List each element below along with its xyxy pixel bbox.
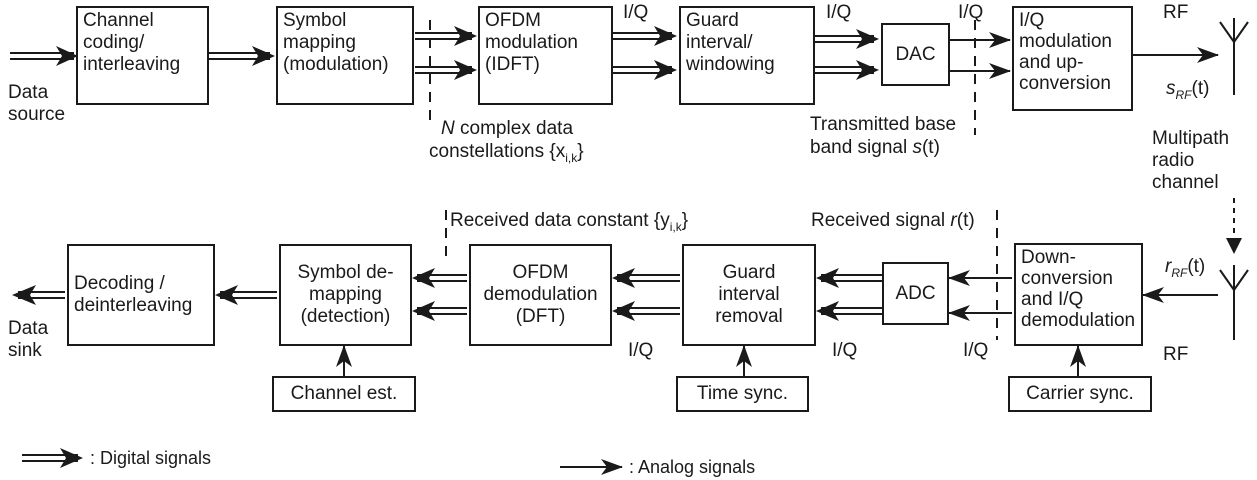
arrow-ofdm-to-demap-lower <box>412 301 467 321</box>
channel-coding-block: Channel coding/ interleaving <box>76 6 209 105</box>
rf-label-rx: RF <box>1163 344 1189 365</box>
iq-label-tx-2: I/Q <box>826 2 852 23</box>
arrow-guard-to-ofdm-lower <box>612 301 680 321</box>
data-source-label: Data source <box>8 82 66 125</box>
rx-antenna-icon <box>1219 265 1249 340</box>
s-rf-label: sRF(t) <box>1166 78 1210 102</box>
data-sink-label: Data sink <box>8 318 49 361</box>
down-conversion-block: Down- conversion and I/Q demodulation <box>1014 243 1143 346</box>
guard-interval-removal-block: Guard interval removal <box>682 244 816 346</box>
r-rf-label: rRF(t) <box>1165 256 1206 280</box>
arrow-ofdm-to-guard-upper <box>613 26 677 46</box>
arrow-guard-to-dac-upper <box>815 29 879 49</box>
legend-analog-label: : Analog signals <box>629 457 756 477</box>
decoding-deinterleaving-block: Decoding / deinterleaving <box>67 244 215 346</box>
transmitted-baseband-label-line2: band signal s(t) <box>810 137 940 158</box>
iq-modulation-block: I/Q modulation and up- conversion <box>1012 6 1133 111</box>
arrow-adc-to-guard-lower <box>816 301 882 321</box>
arrow-mapping-to-ofdm-upper <box>415 26 477 46</box>
transmitted-baseband-label-line1: Transmitted base <box>810 114 957 135</box>
rf-label-tx: RF <box>1163 2 1189 23</box>
multipath-channel-label: Multipath radio channel <box>1152 128 1230 193</box>
iq-label-rx-2: I/Q <box>832 340 858 361</box>
tx-antenna-icon <box>1219 18 1249 95</box>
arrow-ofdm-to-guard-lower <box>613 60 677 80</box>
arrow-guard-to-ofdm-upper <box>612 268 680 288</box>
iq-label-rx-1: I/Q <box>628 340 654 361</box>
symbol-mapping-block: Symbol mapping (modulation) <box>276 6 414 105</box>
constellations-label: constellations {xi,k} <box>429 141 584 165</box>
guard-interval-windowing-block: Guard interval/ windowing <box>679 6 815 105</box>
time-sync-block: Time sync. <box>676 376 809 412</box>
arrow-guard-to-dac-lower <box>815 60 879 80</box>
received-signal-label: Received signal r(t) <box>811 210 975 231</box>
iq-label-tx-1: I/Q <box>623 2 649 23</box>
adc-block: ADC <box>882 262 949 325</box>
dac-block: DAC <box>881 23 950 86</box>
carrier-sync-block: Carrier sync. <box>1008 376 1152 412</box>
arrow-decoding-to-sink <box>12 285 65 305</box>
ofdm-modulation-block: OFDM modulation (IDFT) <box>478 6 613 105</box>
arrow-coding-to-mapping <box>209 46 275 66</box>
complex-data-label: N complex data <box>441 118 574 139</box>
arrow-source-to-coding <box>10 46 78 66</box>
arrow-adc-to-guard-upper <box>816 268 882 288</box>
arrow-mapping-to-ofdm-lower <box>415 60 477 80</box>
multipath-channel-arrow <box>1226 198 1242 254</box>
iq-label-tx-3: I/Q <box>958 2 984 23</box>
legend-digital-arrow-icon <box>22 448 83 468</box>
channel-estimation-block: Channel est. <box>272 376 416 412</box>
iq-label-rx-3: I/Q <box>963 340 989 361</box>
arrow-ofdm-to-demap-upper <box>412 268 467 288</box>
ofdm-demodulation-block: OFDM demodulation (DFT) <box>469 244 612 346</box>
legend-digital-label: : Digital signals <box>90 448 212 468</box>
received-data-constant-label: Received data constant {yi,k} <box>450 210 689 234</box>
arrow-demap-to-decoding <box>215 285 277 305</box>
symbol-demapping-block: Symbol de- mapping (detection) <box>279 244 412 346</box>
